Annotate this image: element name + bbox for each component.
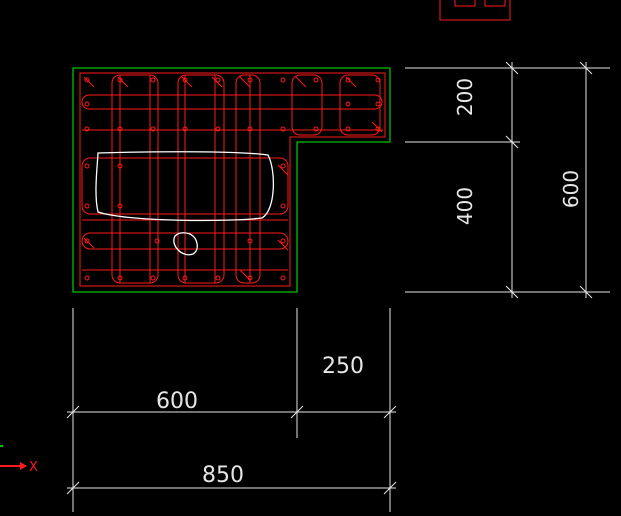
dimension-right — [405, 61, 610, 299]
longitudinal-bars — [84, 77, 381, 281]
dim-bottom-total: 850 — [202, 463, 244, 488]
section-outline — [72, 67, 391, 293]
dim-bottom-flange: 250 — [322, 354, 364, 379]
dim-right-lower: 400 — [453, 187, 477, 225]
ucs-x-label: X — [29, 460, 38, 475]
ucs-axis-icon: X — [0, 445, 38, 475]
dim-bottom-web: 600 — [156, 389, 198, 414]
stirrups — [79, 72, 386, 287]
dimension-bottom — [66, 308, 397, 512]
dim-right-upper: 200 — [453, 78, 477, 116]
partial-detail-top — [439, 0, 511, 21]
dim-right-total: 600 — [559, 170, 583, 208]
revision-markup — [95, 151, 275, 256]
